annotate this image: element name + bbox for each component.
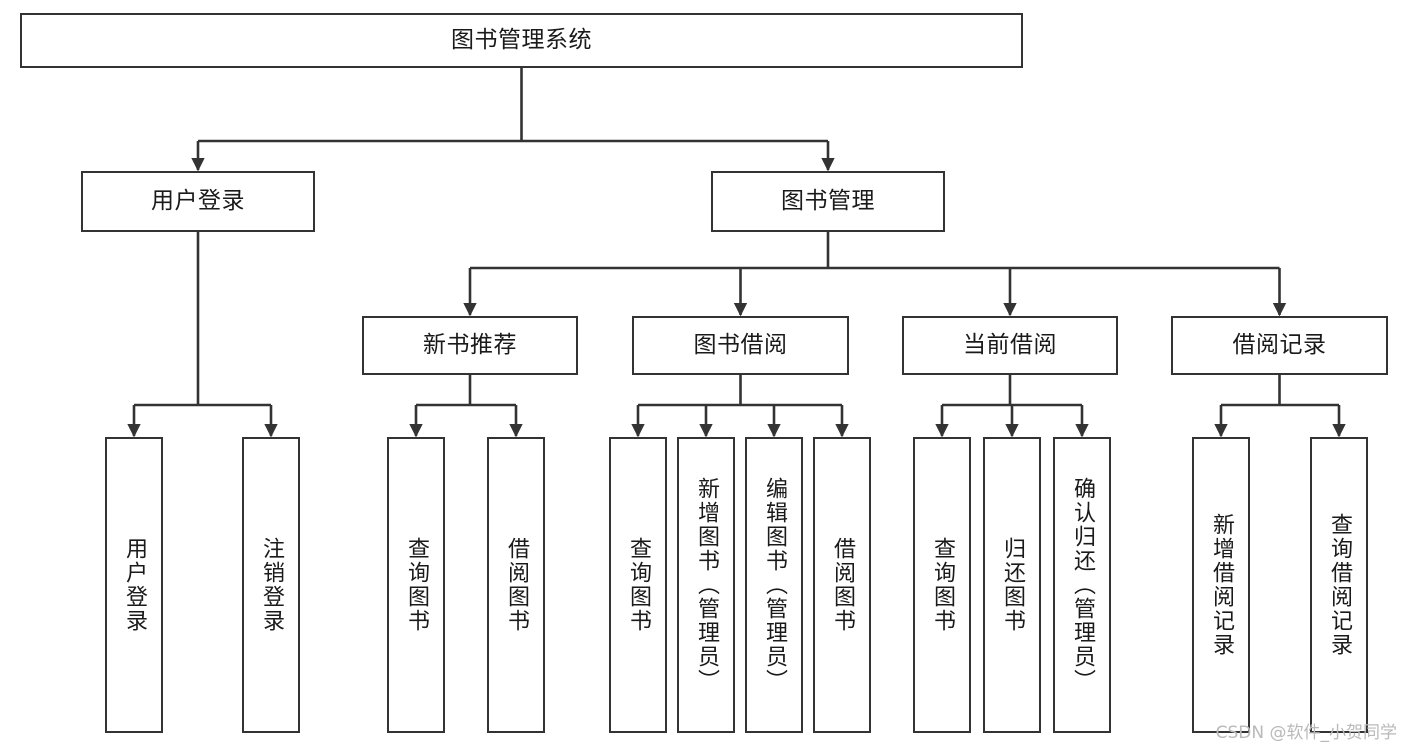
leaf-borrow-book-label: 借阅图书 xyxy=(830,537,855,633)
leaf-query-book-recommend[interactable]: 查询图书 xyxy=(387,437,445,733)
leaf-query-book-current[interactable]: 查询图书 xyxy=(913,437,971,733)
leaf-confirm-return-admin-label: 确认归还（管理员） xyxy=(1070,477,1095,693)
leaf-borrow-book[interactable]: 借阅图书 xyxy=(813,437,871,733)
node-current-borrow[interactable]: 当前借阅 xyxy=(902,316,1118,375)
leaf-logout[interactable]: 注销登录 xyxy=(242,437,300,733)
node-current-borrow-label: 当前借阅 xyxy=(963,331,1057,358)
node-book-manage[interactable]: 图书管理 xyxy=(711,171,945,232)
node-user-login[interactable]: 用户登录 xyxy=(81,171,315,232)
leaf-query-book-borrow-label: 查询图书 xyxy=(626,537,651,633)
node-borrow-record[interactable]: 借阅记录 xyxy=(1171,316,1388,375)
node-new-book-recommend[interactable]: 新书推荐 xyxy=(362,316,578,375)
csdn-watermark: CSDN @软件_小贺同学 xyxy=(1215,723,1397,743)
node-book-borrow-label: 图书借阅 xyxy=(693,331,788,358)
leaf-confirm-return-admin[interactable]: 确认归还（管理员） xyxy=(1053,437,1111,733)
leaf-user-login-label: 用户登录 xyxy=(122,537,147,633)
leaf-query-borrow-record[interactable]: 查询借阅记录 xyxy=(1310,437,1368,733)
leaf-edit-book-admin-label: 编辑图书（管理员） xyxy=(762,477,787,693)
leaf-add-book-admin-label: 新增图书（管理员） xyxy=(694,477,719,693)
leaf-add-book-admin[interactable]: 新增图书（管理员） xyxy=(677,437,735,733)
leaf-add-borrow-record[interactable]: 新增借阅记录 xyxy=(1192,437,1250,733)
leaf-query-book-borrow[interactable]: 查询图书 xyxy=(609,437,667,733)
leaf-borrow-book-recommend-label: 借阅图书 xyxy=(504,537,529,633)
node-borrow-record-label: 借阅记录 xyxy=(1232,331,1327,358)
leaf-logout-label: 注销登录 xyxy=(259,537,284,633)
node-root[interactable]: 图书管理系统 xyxy=(20,13,1023,68)
leaf-return-book[interactable]: 归还图书 xyxy=(983,437,1041,733)
leaf-return-book-label: 归还图书 xyxy=(1000,537,1025,633)
leaf-add-borrow-record-label: 新增借阅记录 xyxy=(1209,513,1234,657)
node-root-label: 图书管理系统 xyxy=(451,26,592,53)
leaf-query-book-recommend-label: 查询图书 xyxy=(404,537,429,633)
node-book-manage-label: 图书管理 xyxy=(781,187,875,214)
leaf-borrow-book-recommend[interactable]: 借阅图书 xyxy=(487,437,545,733)
leaf-user-login[interactable]: 用户登录 xyxy=(105,437,163,733)
node-book-borrow[interactable]: 图书借阅 xyxy=(632,316,849,375)
leaf-edit-book-admin[interactable]: 编辑图书（管理员） xyxy=(745,437,803,733)
node-user-login-label: 用户登录 xyxy=(151,187,245,214)
node-new-book-recommend-label: 新书推荐 xyxy=(423,331,517,358)
leaf-query-borrow-record-label: 查询借阅记录 xyxy=(1327,513,1352,657)
leaf-query-book-current-label: 查询图书 xyxy=(930,537,955,633)
